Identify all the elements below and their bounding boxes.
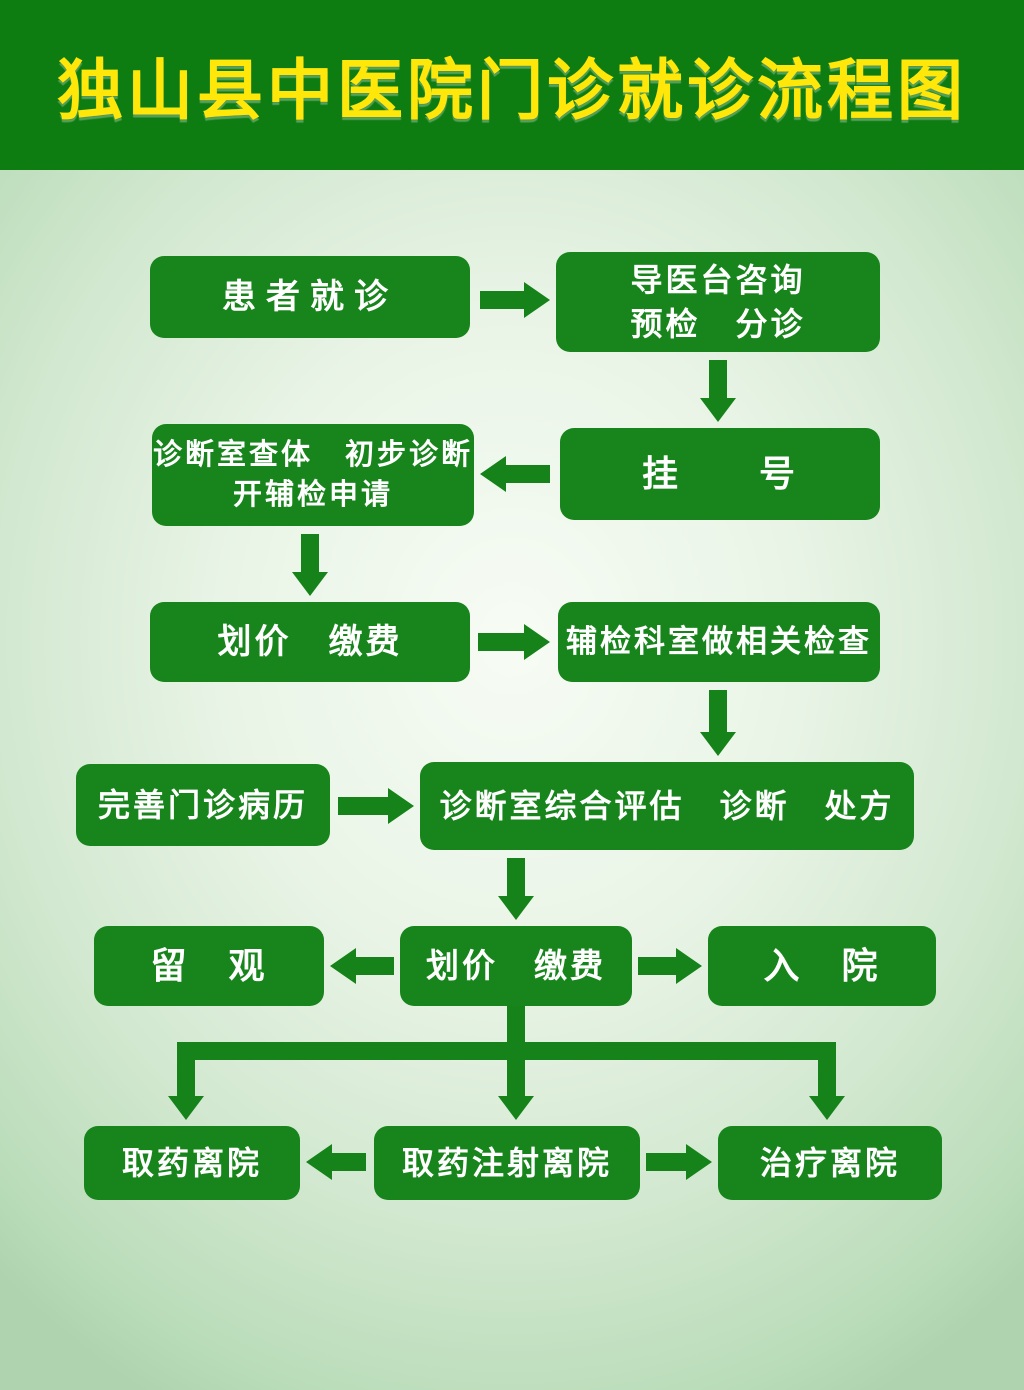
node-pricing-payment-2: 划价 缴费	[400, 926, 632, 1006]
arrow-register-to-exam	[480, 456, 550, 492]
node-label: 留 观	[150, 945, 268, 987]
arrow-branch-to-injection	[498, 1006, 534, 1120]
node-label: 划价 缴费	[426, 947, 606, 985]
node-label: 取药离院	[121, 1144, 262, 1181]
node-auxiliary-check: 辅检科室做相关检查	[558, 602, 880, 682]
arrow-assess-to-pricing2	[498, 858, 534, 920]
node-label-line2: 开辅检申请	[232, 479, 393, 511]
node-label-line1: 导医台咨询	[630, 261, 806, 298]
node-label: 治疗离院	[759, 1144, 900, 1181]
node-admission: 入 院	[708, 926, 936, 1006]
arrow-injection-to-pharmacy	[306, 1144, 366, 1180]
node-label-line2: 预检 分诊	[630, 306, 806, 342]
arrow-patient-to-guide	[480, 282, 550, 318]
node-pricing-payment-1: 划价 缴费	[150, 602, 470, 682]
node-observation: 留 观	[94, 926, 324, 1006]
node-medical-record: 完善门诊病历	[76, 764, 330, 846]
node-assessment: 诊断室综合评估 诊断 处方	[420, 762, 914, 850]
arrow-exam-to-pricing	[292, 534, 328, 596]
arrow-pricing-to-auxcheck	[478, 624, 550, 660]
arrow-pricing2-to-observe	[330, 948, 394, 984]
arrow-auxcheck-to-assess	[700, 690, 736, 756]
arrow-branch-to-pharmacy	[168, 1042, 204, 1120]
node-label: 挂 号	[641, 453, 798, 495]
poster-header: 独山县中医院门诊就诊流程图	[0, 0, 1024, 170]
node-pharmacy-leave: 取药离院	[84, 1126, 300, 1200]
node-guide-desk: 导医台咨询 预检 分诊	[556, 252, 880, 352]
node-injection-leave: 取药注射离院	[374, 1126, 640, 1200]
node-label: 入 院	[763, 945, 881, 987]
node-label: 完善门诊病历	[97, 786, 308, 823]
node-register: 挂 号	[560, 428, 880, 520]
node-label: 划价 缴费	[217, 622, 403, 661]
arrow-branch-to-treatment	[809, 1042, 845, 1120]
arrow-injection-to-treatment	[646, 1144, 712, 1180]
arrow-pricing2-to-admit	[638, 948, 702, 984]
node-label: 取药注射离院	[401, 1144, 612, 1181]
arrow-guide-to-register	[700, 360, 736, 422]
node-treatment-leave: 治疗离院	[718, 1126, 942, 1200]
node-label-line1: 诊断室查体 初步诊断	[152, 438, 473, 471]
node-label: 诊断室综合评估 诊断 处方	[439, 787, 895, 824]
branch-connector-bar	[177, 1042, 836, 1060]
poster-title: 独山县中医院门诊就诊流程图	[57, 53, 967, 127]
arrow-record-to-assess	[338, 788, 414, 824]
node-label: 辅检科室做相关检查	[566, 623, 872, 659]
node-label: 患者就诊	[222, 277, 398, 316]
node-exam-room: 诊断室查体 初步诊断 开辅检申请	[152, 424, 474, 526]
node-patient: 患者就诊	[150, 256, 470, 338]
